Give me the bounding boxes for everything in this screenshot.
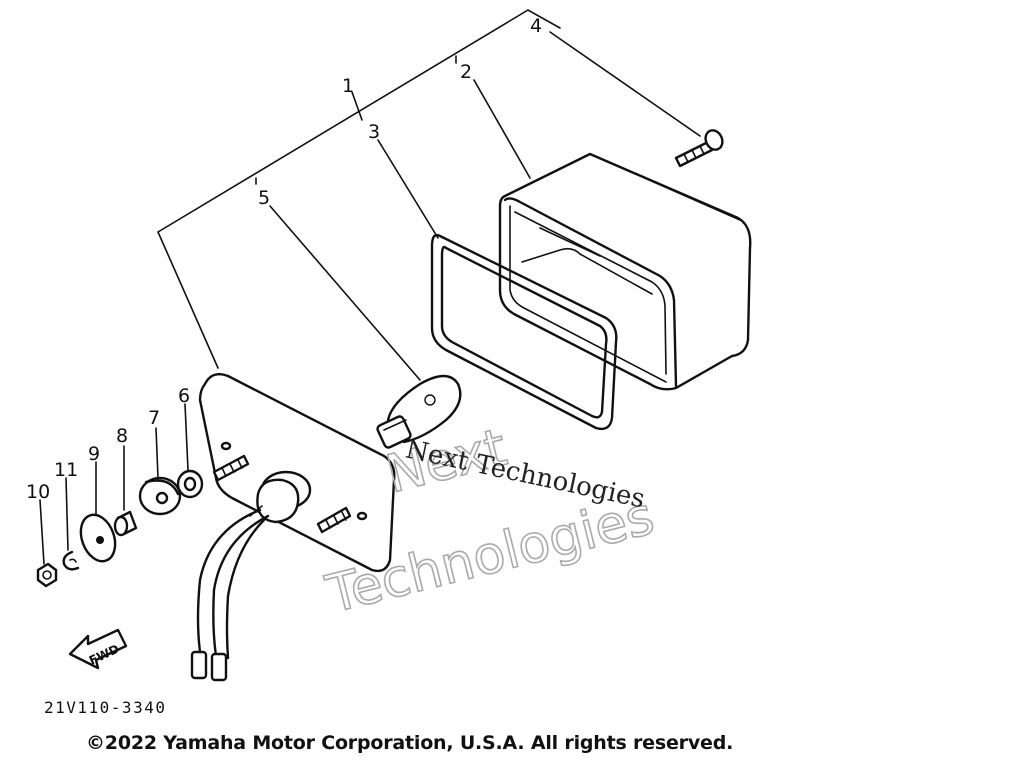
plate-washer-9 bbox=[79, 513, 117, 563]
lens-gasket bbox=[430, 233, 618, 431]
forward-direction-arrow: FWD bbox=[68, 628, 128, 670]
callout-1: 1 bbox=[342, 75, 354, 97]
leader-lines bbox=[269, 31, 701, 381]
callout-5: 5 bbox=[258, 187, 270, 209]
base-plate bbox=[190, 373, 396, 682]
callout-11: 11 bbox=[54, 459, 78, 481]
stud-right bbox=[316, 506, 352, 534]
stud-left bbox=[212, 454, 250, 482]
diagram-part-code: 21V110-3340 bbox=[44, 698, 167, 717]
callout-numbers: 1 2 3 4 5 6 7 8 9 10 11 bbox=[26, 15, 542, 503]
bulb bbox=[376, 374, 462, 449]
callout-3: 3 bbox=[368, 121, 380, 143]
callout-10: 10 bbox=[26, 481, 50, 503]
copyright-notice: ©2022 Yamaha Motor Corporation, U.S.A. A… bbox=[86, 732, 734, 754]
grouping-bracket bbox=[157, 9, 561, 369]
callout-8: 8 bbox=[116, 425, 128, 447]
washer-6 bbox=[176, 469, 204, 499]
nut-10 bbox=[36, 562, 58, 588]
housing-screw bbox=[674, 129, 724, 168]
collar-8 bbox=[113, 510, 138, 537]
callout-7: 7 bbox=[148, 407, 160, 429]
callout-4: 4 bbox=[530, 15, 542, 37]
lens-housing bbox=[498, 152, 752, 391]
spring-washer-11 bbox=[62, 550, 80, 571]
wire-harness bbox=[190, 508, 270, 682]
callout-9: 9 bbox=[88, 443, 100, 465]
socket bbox=[249, 470, 312, 524]
callout-6: 6 bbox=[178, 385, 190, 407]
callout-2: 2 bbox=[460, 61, 472, 83]
small-part-leaders bbox=[39, 403, 189, 565]
grommet-7 bbox=[138, 476, 182, 516]
